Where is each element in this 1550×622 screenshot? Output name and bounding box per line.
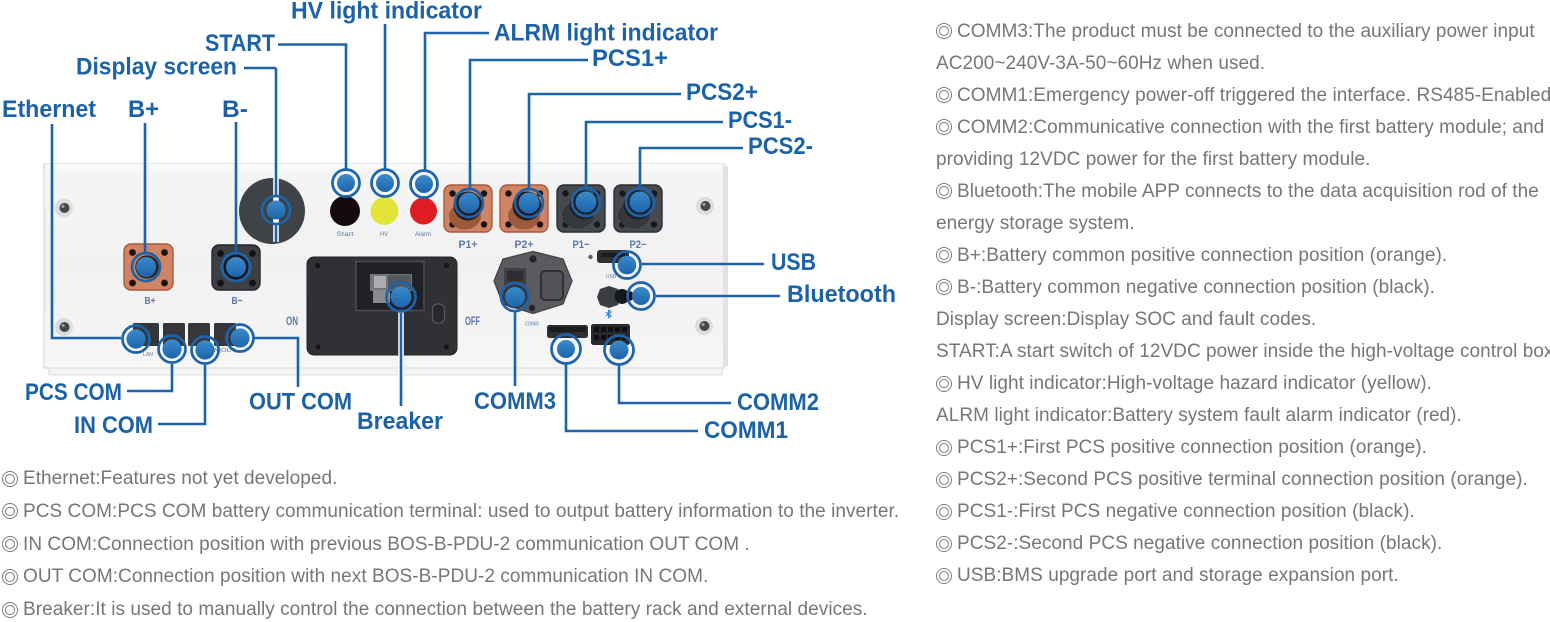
svg-text:IN|OUT: IN|OUT (212, 348, 237, 354)
svg-text:Ethernet: Ethernet (2, 96, 96, 123)
svg-text:PCS1-: PCS1- (728, 107, 792, 134)
svg-text:Alarm: Alarm (415, 231, 431, 238)
svg-text:USB: USB (606, 274, 616, 280)
svg-text:Bluetooth: Bluetooth (787, 281, 896, 308)
svg-text:P1+: P1+ (459, 239, 478, 251)
svg-text:Start: Start (337, 231, 354, 238)
svg-text:B-: B- (222, 96, 248, 123)
svg-text:OFF: OFF (465, 314, 480, 328)
svg-text:P2+: P2+ (515, 239, 534, 251)
svg-text:COMM1: COMM1 (704, 417, 788, 444)
svg-text:Breaker: Breaker (357, 408, 443, 435)
svg-text:COMM3: COMM3 (525, 322, 539, 328)
svg-text:OUT COM: OUT COM (249, 389, 352, 416)
svg-text:USB: USB (771, 249, 816, 276)
svg-text:B+: B+ (128, 96, 159, 123)
svg-text:ON: ON (286, 314, 298, 328)
svg-text:P2−: P2− (630, 239, 647, 251)
svg-text:PCS2+: PCS2+ (686, 79, 758, 106)
svg-text:PCS1+: PCS1+ (592, 45, 668, 72)
svg-text:P1−: P1− (573, 239, 590, 251)
svg-text:LAN: LAN (143, 352, 153, 358)
svg-text:COMM2: COMM2 (737, 389, 819, 416)
svg-text:PCS COM: PCS COM (25, 379, 122, 406)
svg-text:B−: B− (232, 295, 243, 307)
svg-text:START: START (205, 30, 275, 57)
svg-text:Display screen: Display screen (76, 54, 237, 81)
svg-text:ALRM light indicator: ALRM light indicator (494, 20, 718, 47)
svg-text:B+: B+ (145, 295, 156, 307)
svg-text:COMM3: COMM3 (474, 388, 556, 415)
svg-text:PCS2-: PCS2- (748, 133, 813, 160)
svg-text:IN COM: IN COM (74, 412, 153, 439)
svg-text:HV: HV (380, 231, 389, 238)
svg-text:HV light indicator: HV light indicator (291, 0, 482, 25)
